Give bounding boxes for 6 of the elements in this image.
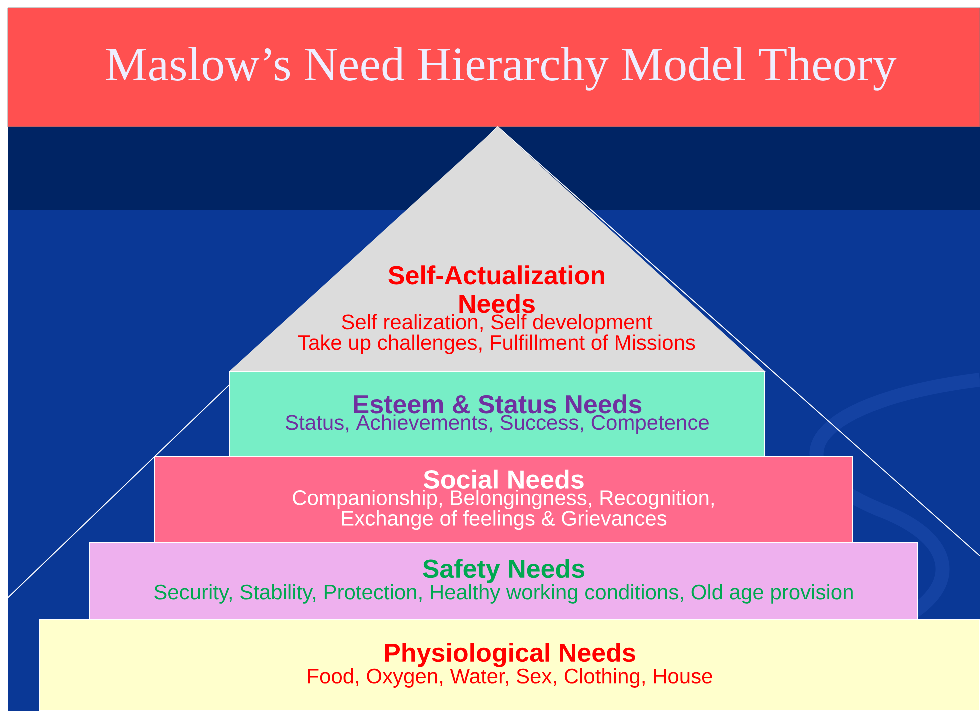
tier-box: Social Needs Companionship, Belongingness, Recognition, Exchange of feelings & Grievances [154, 456, 854, 544]
pyramid-apex: Self-Actualization Needs Self realization, Self development Take up challenges, Fulfillment of Missions [229, 127, 766, 372]
title-banner: Maslow’s Need Hierarchy Model Theory [8, 8, 980, 128]
tier-box: Physiological Needs Food, Oxygen, Water, Sex, Clothing, House [40, 620, 980, 711]
tier-box: Esteem & Status Needs Status, Achievements, Success, Competence [230, 372, 766, 458]
tier-box: Safety Needs Security, Stability, Protection, Healthy working conditions, Old age provision [90, 542, 918, 620]
